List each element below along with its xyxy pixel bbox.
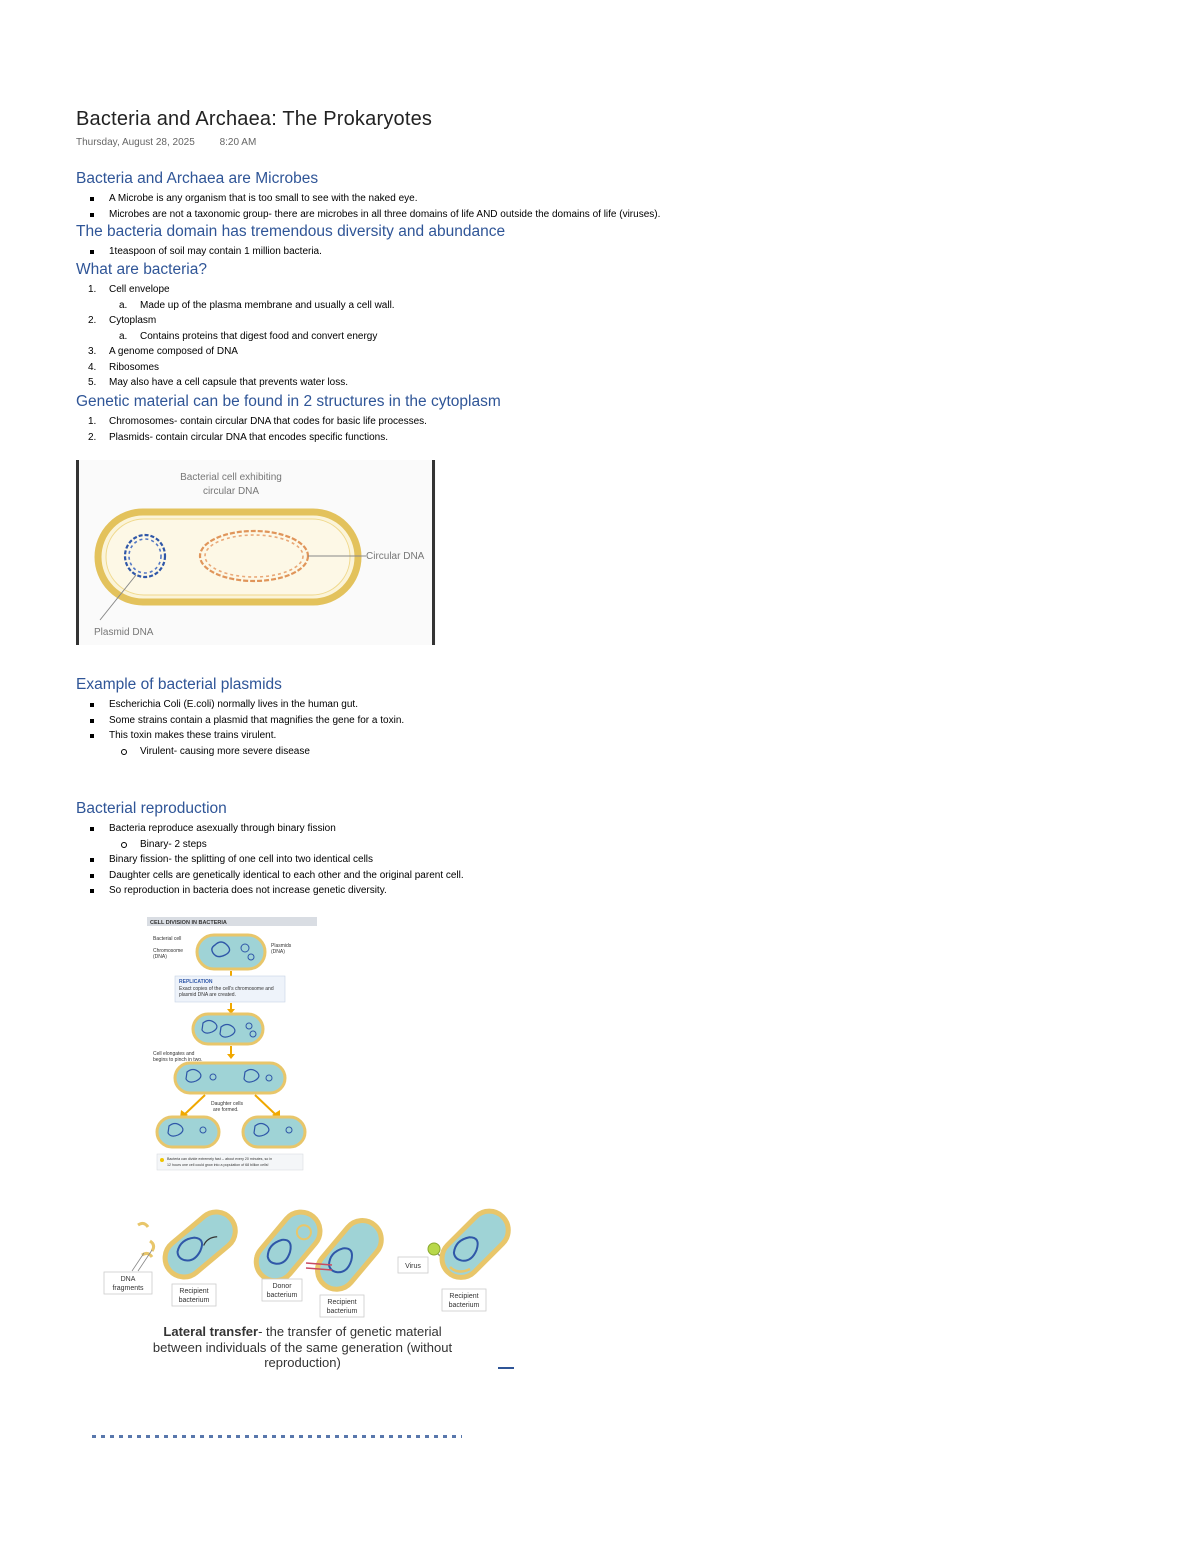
svg-text:fragments: fragments [112, 1285, 144, 1292]
list-item: 2.Plasmids- contain circular DNA that en… [88, 431, 389, 443]
virus-icon [427, 1242, 441, 1256]
svg-text:Donor: Donor [272, 1283, 292, 1290]
svg-text:plasmid DNA are created.: plasmid DNA are created. [179, 992, 236, 998]
list-item: 1.Cell envelope [88, 284, 170, 295]
list-item: Escherichia Coli (E.coli) normally lives… [90, 699, 358, 710]
list-item: 1teaspoon of soil may contain 1 million … [90, 246, 322, 257]
recipient-cell-3 [439, 1208, 511, 1280]
daughter-cell-left [155, 1115, 221, 1149]
svg-text:bacterium: bacterium [179, 1297, 210, 1304]
svg-text:12 hours one cell could grow i: 12 hours one cell could grow into a popu… [167, 1163, 269, 1167]
conjugation-bridge [305, 1262, 333, 1266]
heading-bacterial-reproduction: Bacterial reproduction [76, 800, 227, 817]
list-genetic-material: 1.Chromosomes- contain circular DNA that… [88, 414, 427, 445]
svg-text:Chromosome: Chromosome [153, 948, 183, 954]
list-item: Virulent- causing more severe disease [121, 745, 310, 757]
dna-fragment [137, 1221, 150, 1228]
heading-what-are-bacteria: What are bacteria? [76, 261, 207, 278]
list-item: 2.Cytoplasm [88, 315, 157, 326]
page-title: Bacteria and Archaea: The Prokaryotes [76, 108, 433, 130]
page-time: 8:20 AM [219, 137, 257, 148]
list-item: This toxin makes these trains virulent. [90, 730, 277, 741]
svg-text:Recipient: Recipient [327, 1299, 356, 1306]
figure-circular-dna: Bacterial cell exhibiting circular DNA C… [76, 460, 436, 645]
figure-title-line1: Bacterial cell exhibiting [180, 472, 282, 483]
division-note [156, 1153, 304, 1171]
figure-title-line2: circular DNA [203, 486, 259, 497]
bacterial-cell-diagram: Bacterial cell exhibiting circular DNA C… [76, 460, 436, 645]
svg-text:Cell elongates and: Cell elongates and [153, 1051, 195, 1057]
parent-cell [195, 933, 267, 971]
daughter-cell-right [241, 1115, 307, 1149]
page-timestamp: Thursday, August 28, 2025 8:20 AM [76, 137, 278, 148]
lateral-transfer-diagram: DNA fragments Recipient bacterium Donor … [103, 1208, 511, 1318]
binary-fission-diagram: CELL DIVISION IN BACTERIA Bacterial cell… [145, 915, 325, 1173]
list-item: Binary- 2 steps [121, 838, 207, 850]
figure-cell-division: CELL DIVISION IN BACTERIA Bacterial cell… [145, 915, 325, 1173]
list-what-are-bacteria: 1.Cell envelope a.Made up of the plasma … [88, 282, 395, 391]
list-item: Daughter cells are genetically identical… [90, 869, 464, 881]
list-plasmid-examples: Escherichia Coli (E.coli) normally lives… [88, 697, 404, 759]
recipient-cell-1 [162, 1209, 238, 1280]
svg-text:Bacteria can divide extremely: Bacteria can divide extremely fast -- ab… [167, 1157, 272, 1161]
svg-text:Recipient: Recipient [179, 1288, 208, 1295]
list-item: 3.A genome composed of DNA [88, 346, 238, 357]
list-item: 1.Chromosomes- contain circular DNA that… [88, 416, 427, 427]
svg-text:Daughter cells: Daughter cells [211, 1101, 243, 1107]
label-box-virus [397, 1256, 429, 1274]
list-item: 4.Ribosomes [88, 361, 160, 373]
elongated-cell [173, 1061, 287, 1095]
list-item: a.Made up of the plasma membrane and usu… [119, 299, 395, 311]
label-box-dna-fragments [103, 1271, 153, 1295]
svg-text:begins to pinch in two.: begins to pinch in two. [153, 1057, 202, 1063]
list-microbes: A Microbe is any organism that is too sm… [88, 191, 660, 222]
svg-text:bacterium: bacterium [327, 1308, 358, 1315]
svg-text:DNA: DNA [121, 1276, 136, 1283]
svg-text:REPLICATION: REPLICATION [179, 979, 213, 985]
list-reproduction: Bacteria reproduce asexually through bin… [88, 821, 464, 899]
svg-text:(DNA): (DNA) [153, 954, 167, 960]
list-item: Microbes are not a taxonomic group- ther… [90, 208, 661, 220]
list-item: 5.May also have a cell capsule that prev… [88, 377, 349, 388]
svg-text:Virus: Virus [405, 1263, 421, 1270]
list-item: Binary fission- the splitting of one cel… [90, 854, 374, 865]
caption-term: Lateral transfer [163, 1324, 259, 1339]
cutoff-text-line [92, 1433, 462, 1438]
heading-diversity: The bacteria domain has tremendous diver… [76, 223, 506, 240]
figure-lateral-transfer: DNA fragments Recipient bacterium Donor … [98, 1205, 518, 1325]
label-box-donor [261, 1278, 303, 1302]
plasmid-dna-ring [123, 533, 167, 579]
list-item: a.Contains proteins that digest food and… [119, 330, 378, 342]
ink-stroke [498, 1367, 514, 1369]
svg-text:are formed.: are formed. [213, 1107, 239, 1113]
list-diversity: 1teaspoon of soil may contain 1 million … [88, 244, 322, 260]
label-bacterial-cell: Bacterial cell [153, 936, 181, 942]
label-box-recipient-1 [171, 1283, 217, 1307]
heading-microbes: Bacteria and Archaea are Microbes [76, 170, 319, 187]
svg-text:Exact copies of the cell's chr: Exact copies of the cell's chromosome an… [179, 986, 274, 992]
list-item: So reproduction in bacteria does not inc… [90, 885, 387, 896]
leader-line-plasmid [99, 574, 137, 621]
lateral-transfer-caption: Lateral transfer- the transfer of geneti… [152, 1324, 453, 1370]
svg-text:Plasmids: Plasmids [271, 943, 292, 949]
page-date: Thursday, August 28, 2025 [76, 137, 195, 148]
label-box-recipient-3 [441, 1288, 487, 1312]
list-item: Bacteria reproduce asexually through bin… [90, 823, 336, 834]
replication-box [174, 975, 286, 1003]
division-header: CELL DIVISION IN BACTERIA [150, 920, 227, 926]
svg-text:Recipient: Recipient [449, 1293, 478, 1300]
svg-text:(DNA): (DNA) [271, 949, 285, 955]
chromosome-shape [211, 941, 231, 958]
svg-text:bacterium: bacterium [267, 1292, 298, 1299]
replicated-cell [191, 1012, 265, 1046]
list-item: Some strains contain a plasmid that magn… [90, 714, 405, 726]
svg-text:bacterium: bacterium [449, 1302, 480, 1309]
heading-plasmid-examples: Example of bacterial plasmids [76, 676, 282, 693]
cell-membrane [105, 518, 351, 596]
label-circular-dna: Circular DNA [366, 551, 425, 562]
label-box-recipient-2 [319, 1294, 365, 1318]
list-item: A Microbe is any organism that is too sm… [90, 193, 418, 204]
label-plasmid-dna: Plasmid DNA [94, 627, 154, 638]
heading-genetic-material: Genetic material can be found in 2 struc… [76, 393, 501, 410]
